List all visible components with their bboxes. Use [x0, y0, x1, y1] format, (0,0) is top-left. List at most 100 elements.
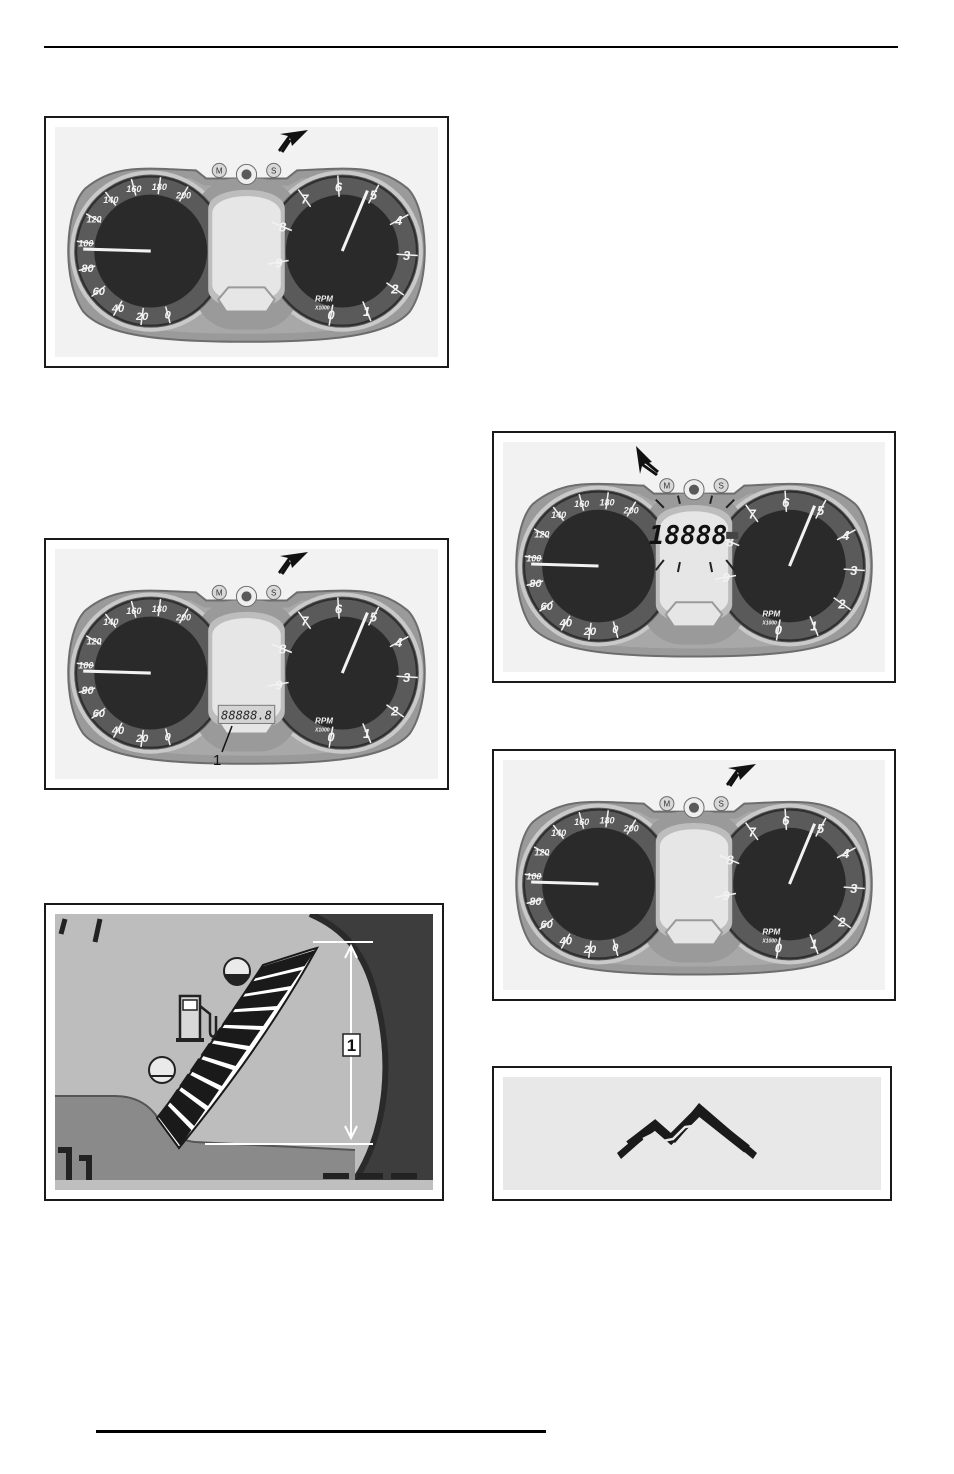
figure-fuel-gauge: 1 — [44, 903, 444, 1201]
rpm-tick-mark — [775, 937, 781, 959]
figure-cluster-4-image: 0204060801001201401601802000123456789RPM… — [503, 760, 885, 990]
speed-tick-mark — [539, 918, 554, 930]
rpm-needle — [340, 190, 369, 252]
speed-tick-mark — [164, 306, 171, 324]
rpm-label: RPM — [315, 294, 333, 303]
speed-tick-mark — [112, 300, 123, 317]
cluster-body — [55, 128, 438, 356]
speed-tick-mark — [612, 621, 619, 639]
speed-tick-label: 100 — [78, 239, 93, 249]
fuel-level-bar — [189, 1058, 233, 1086]
rpm-tick-mark — [809, 934, 819, 955]
speed-tick-label: 120 — [534, 847, 549, 857]
fuel-level-bar — [232, 990, 288, 1010]
header-rule — [44, 46, 898, 48]
rpm-tick-mark — [784, 808, 788, 830]
rpm-tick-mark — [815, 499, 827, 519]
speed-tick-mark — [588, 940, 592, 958]
speed-tick-mark — [130, 600, 137, 618]
rpm-sublabel: X1000 — [761, 938, 777, 944]
gauge-cluster: 0204060801001201401601802000123456789RPM… — [55, 127, 438, 357]
rpm-tick-mark — [833, 914, 852, 929]
fuel-level-bar — [242, 970, 302, 995]
rpm-tick-mark — [386, 282, 405, 296]
mountain-icon — [503, 1077, 881, 1182]
speed-needle — [83, 669, 151, 675]
speed-needle — [531, 880, 599, 886]
speed-tick-mark — [524, 555, 542, 560]
speed-needle — [83, 247, 151, 253]
speed-tick-mark — [578, 493, 585, 511]
rpm-label: RPM — [762, 927, 780, 936]
speed-tick-mark — [524, 873, 542, 878]
speed-tick-mark — [164, 728, 171, 746]
speed-tick-label: 120 — [86, 214, 101, 224]
speed-tick-mark — [605, 492, 609, 510]
lcd-segment — [676, 561, 681, 573]
rpm-tick-mark — [328, 304, 334, 326]
rpm-label: RPM — [315, 716, 333, 725]
speed-tick-mark — [552, 824, 565, 840]
speed-tick-mark — [533, 528, 550, 539]
speed-tick-label: 80 — [81, 685, 94, 697]
speed-tick-mark — [552, 506, 565, 522]
rpm-tick-mark — [362, 723, 372, 744]
rpm-tick-mark — [337, 175, 340, 197]
rpm-tick-mark — [367, 606, 380, 626]
mode-button-label: M — [664, 800, 671, 809]
speed-tick-mark — [76, 240, 94, 245]
figure-cluster-3-image: 0204060801001201401601802000123456789RPM… — [503, 442, 885, 672]
speed-tick-mark — [85, 213, 102, 224]
rpm-tick-mark — [297, 611, 312, 630]
rpm-tick-mark — [843, 568, 865, 572]
rpm-sublabel: X1000 — [761, 620, 777, 626]
speed-tick-mark — [178, 186, 189, 202]
rpm-needle — [788, 823, 817, 885]
rpm-tick-mark — [362, 301, 372, 322]
rpm-tick-mark — [745, 822, 759, 841]
speed-tick-mark — [104, 191, 117, 206]
figure-fuel-gauge-image: 1 — [55, 914, 433, 1190]
fuel-pump-icon — [176, 994, 218, 1042]
speed-tick-label: 120 — [86, 636, 101, 646]
rpm-tick-mark — [389, 213, 409, 226]
lcd-segment — [655, 498, 665, 509]
fuel-level-bar — [211, 1027, 261, 1046]
rpm-tick-mark — [833, 596, 852, 611]
rpm-tick-mark — [843, 886, 865, 890]
cluster-body — [55, 550, 438, 778]
rpm-needle — [340, 612, 369, 674]
speed-tick-mark — [626, 819, 637, 835]
rpm-tick-mark — [297, 189, 312, 208]
speed-tick-mark — [605, 810, 609, 828]
rpm-label: RPM — [762, 609, 780, 618]
speed-tick-label: 80 — [529, 896, 542, 908]
speed-tick-mark — [578, 811, 585, 829]
rpm-tick-mark — [775, 619, 781, 641]
speed-tick-mark — [560, 615, 571, 631]
speed-tick-mark — [533, 846, 550, 857]
speed-tick-mark — [130, 178, 137, 196]
speed-tick-mark — [76, 662, 94, 667]
speed-tick-label: 100 — [526, 872, 541, 882]
rpm-tick-mark — [396, 253, 418, 257]
speed-tick-mark — [157, 598, 162, 617]
speed-tick-label: 80 — [529, 578, 542, 590]
speed-tick-mark — [539, 600, 554, 612]
figure-cluster-1: 0204060801001201401601802000123456789RPM… — [44, 116, 449, 368]
fuel-level-bar — [158, 1104, 192, 1146]
lcd-display: 18888 — [649, 521, 728, 551]
lcd-unit-block — [726, 531, 739, 539]
speed-tick-label: 120 — [534, 529, 549, 539]
speed-tick-mark — [91, 285, 106, 298]
speed-tick-mark — [526, 898, 544, 905]
lcd-segment — [709, 495, 714, 504]
rpm-tick-mark — [396, 675, 418, 679]
mode-button-label: M — [216, 166, 223, 175]
rpm-tick-mark — [836, 846, 856, 859]
speed-tick-mark — [91, 707, 106, 720]
rpm-tick-mark — [267, 681, 289, 687]
rpm-tick-mark — [719, 536, 740, 547]
speed-needle — [531, 562, 599, 568]
lcd-segment — [725, 559, 735, 571]
